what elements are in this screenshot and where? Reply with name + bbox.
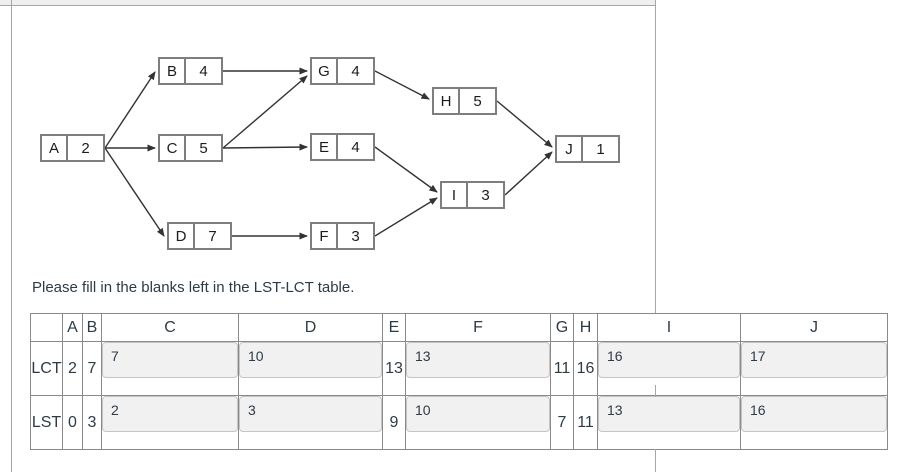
diagram-edges: [104, 67, 553, 240]
edge-A-B: [104, 71, 156, 149]
input-lst-F[interactable]: [406, 396, 550, 432]
cell-lst-H: 11: [573, 395, 598, 450]
node-F-label: F: [312, 224, 338, 248]
cell-lst-I: [597, 395, 741, 450]
input-lct-C[interactable]: [102, 342, 238, 378]
cell-lst-E: 9: [382, 395, 406, 450]
node-C-duration: 5: [199, 139, 208, 157]
node-A-duration: 2: [81, 139, 90, 157]
content-pane-right-border-top: [655, 0, 656, 313]
input-lct-I[interactable]: [598, 342, 740, 378]
col-header-H: H: [573, 313, 598, 342]
row-header-lct: LCT: [30, 341, 63, 396]
input-lct-J[interactable]: [741, 342, 887, 378]
edge-C-G: [222, 75, 308, 149]
row-header-lst: LST: [30, 395, 63, 450]
cell-lct-B: 7: [82, 341, 102, 396]
edge-F-I: [374, 197, 438, 237]
table-header-row: A B C D E F G H I J: [30, 313, 888, 342]
cell-lct-E: 13: [382, 341, 406, 396]
content-pane-right-border-bottom: [655, 449, 656, 472]
col-header-D: D: [238, 313, 383, 342]
cell-lct-D: [238, 341, 383, 396]
node-B-label: B: [160, 59, 186, 83]
content-pane-left-border: [11, 0, 12, 472]
edge-G-H: [374, 70, 430, 100]
node-H-label: H: [434, 89, 460, 113]
col-header-A: A: [62, 313, 83, 342]
cell-lct-A: 2: [62, 341, 83, 396]
node-A: A 2: [40, 134, 105, 162]
col-header-G: G: [550, 313, 574, 342]
top-divider-strip: [0, 0, 656, 6]
cell-lst-J: [740, 395, 888, 450]
input-lst-D[interactable]: [239, 396, 382, 432]
node-G: G 4: [310, 57, 375, 85]
node-D: D 7: [167, 222, 232, 250]
node-E-duration: 4: [351, 138, 360, 156]
input-lct-F[interactable]: [406, 342, 550, 378]
node-G-duration: 4: [351, 62, 360, 80]
cell-lct-J: [740, 341, 888, 396]
cell-lct-I: [597, 341, 741, 396]
node-E-label: E: [312, 135, 338, 159]
node-D-duration: 7: [208, 227, 217, 245]
node-J: J 1: [555, 135, 620, 163]
col-header-I: I: [597, 313, 741, 342]
cell-lst-F: [405, 395, 551, 450]
node-H-duration: 5: [473, 92, 482, 110]
content-pane-right-border-mid: [655, 385, 656, 397]
node-A-label: A: [42, 136, 68, 160]
node-I: I 3: [440, 181, 505, 209]
node-J-label: J: [557, 137, 583, 161]
cell-lct-H: 16: [573, 341, 598, 396]
node-J-duration: 1: [596, 140, 605, 158]
node-E: E 4: [310, 133, 375, 161]
col-header-F: F: [405, 313, 551, 342]
node-H: H 5: [432, 87, 497, 115]
lst-row: LST 0 3 9 7 11: [30, 395, 888, 450]
col-header-blank: [30, 313, 63, 342]
cell-lst-B: 3: [82, 395, 102, 450]
node-B: B 4: [158, 57, 223, 85]
edge-A-D: [104, 147, 165, 237]
question-prompt: Please fill in the blanks left in the LS…: [32, 279, 355, 296]
col-header-C: C: [101, 313, 239, 342]
edge-C-E: [222, 143, 308, 151]
cell-lct-C: [101, 341, 239, 396]
node-B-duration: 4: [199, 62, 208, 80]
edge-E-I: [374, 146, 438, 193]
node-D-label: D: [169, 224, 195, 248]
node-I-duration: 3: [481, 186, 490, 204]
node-G-label: G: [312, 59, 338, 83]
lst-lct-table: A B C D E F G H I J LCT 2 7 13: [30, 313, 888, 450]
input-lst-I[interactable]: [598, 396, 740, 432]
lct-row: LCT 2 7 13 11 16: [30, 341, 888, 396]
cell-lst-G: 7: [550, 395, 574, 450]
cell-lct-F: [405, 341, 551, 396]
cell-lst-A: 0: [62, 395, 83, 450]
col-header-B: B: [82, 313, 102, 342]
input-lct-D[interactable]: [239, 342, 382, 378]
node-F: F 3: [310, 222, 375, 250]
input-lst-J[interactable]: [741, 396, 887, 432]
node-I-label: I: [442, 183, 468, 207]
cell-lst-C: [101, 395, 239, 450]
node-C: C 5: [158, 134, 223, 162]
edge-I-J: [504, 151, 553, 196]
col-header-E: E: [382, 313, 406, 342]
cell-lct-G: 11: [550, 341, 574, 396]
node-F-duration: 3: [351, 227, 360, 245]
input-lst-C[interactable]: [102, 396, 238, 432]
activity-network-diagram: A 2 B 4 C 5 D 7 G 4 E 4 F 3 H 5 I 3 J 1: [0, 0, 660, 280]
node-C-label: C: [160, 136, 186, 160]
col-header-J: J: [740, 313, 888, 342]
edge-H-J: [496, 100, 553, 148]
cell-lst-D: [238, 395, 383, 450]
